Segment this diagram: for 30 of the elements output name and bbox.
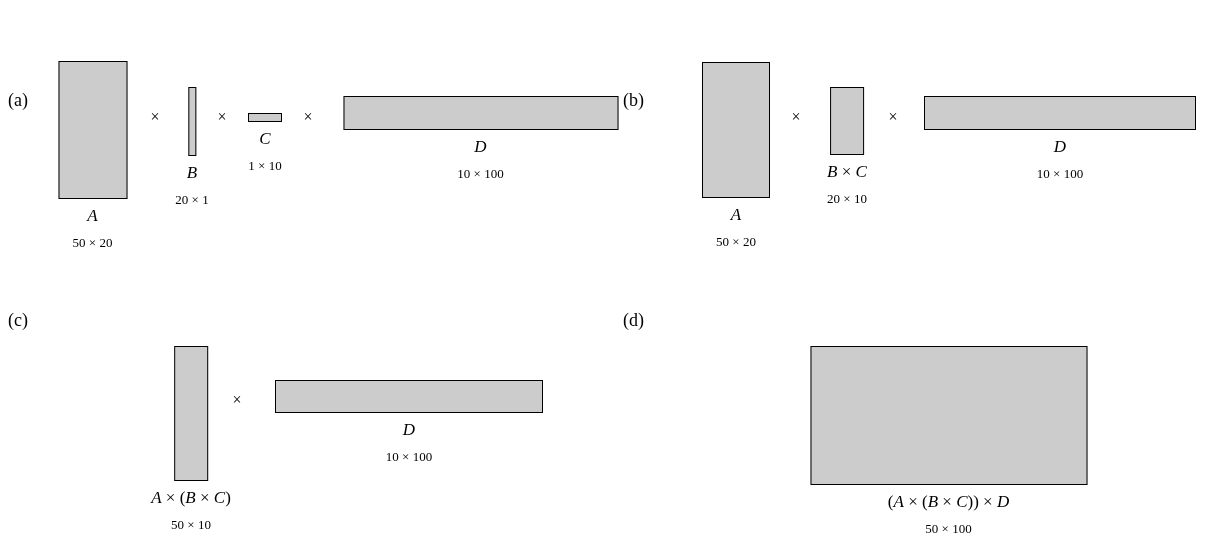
multiplication-sign: ×	[150, 107, 160, 127]
panel-label: (b)	[623, 90, 644, 110]
matrix-name: A	[730, 205, 742, 225]
matrix-name: B × C	[827, 162, 867, 182]
matrix-dimensions: 10 × 100	[1036, 166, 1084, 182]
matrix-dimensions: 20 × 1	[175, 192, 209, 208]
matrix-dimensions: 50 × 20	[716, 234, 756, 250]
matrix-name: B	[186, 163, 198, 183]
matrix-dimensions: 10 × 100	[457, 166, 504, 182]
multiplication-sign: ×	[303, 107, 313, 127]
multiplication-sign: ×	[217, 107, 227, 127]
matrix-dimensions: 50 × 100	[925, 521, 972, 537]
panel-label: (d)	[623, 310, 644, 330]
matrix-dimensions: 20 × 10	[827, 191, 867, 207]
matrix-name: D	[1053, 137, 1067, 157]
matrix-dimensions: 10 × 100	[385, 449, 433, 465]
matrix-name: (A × (B × C)) × D	[887, 492, 1010, 512]
matrix-name: A × (B × C)	[151, 488, 231, 508]
matrix-dimensions: 50 × 20	[72, 235, 113, 251]
matrix-dimensions: 50 × 10	[171, 517, 211, 533]
multiplication-sign: ×	[232, 390, 242, 410]
matrix-name: D	[402, 420, 416, 440]
matrix-name: C	[259, 129, 271, 149]
matrix-dimensions: 1 × 10	[248, 158, 282, 174]
panel-label: (a)	[8, 90, 28, 110]
matrix-name: D	[474, 137, 487, 157]
multiplication-sign: ×	[888, 107, 898, 127]
panel-label: (c)	[8, 310, 28, 330]
multiplication-sign: ×	[791, 107, 801, 127]
matrix-name: A	[87, 206, 98, 226]
